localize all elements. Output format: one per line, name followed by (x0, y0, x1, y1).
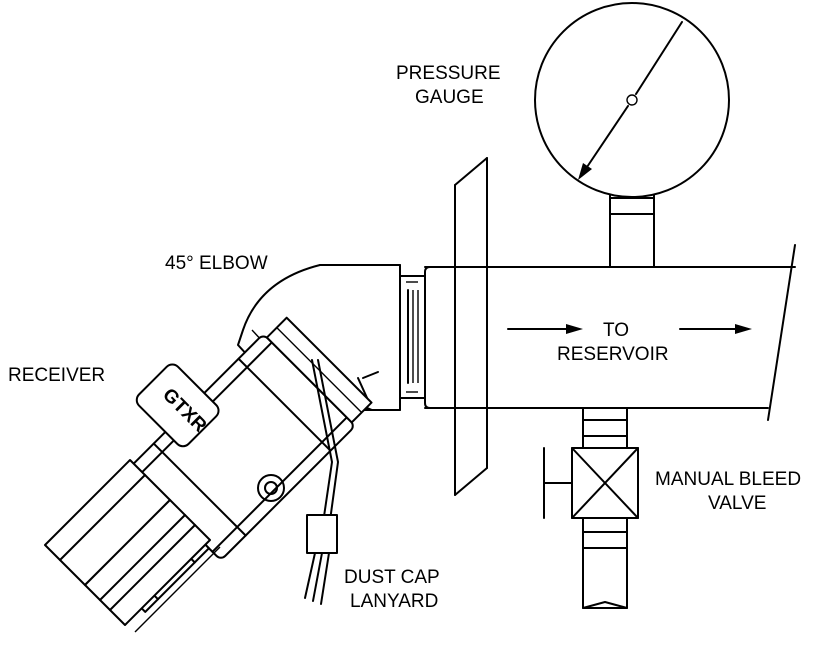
elbow-label: 45° ELBOW (165, 253, 268, 274)
dust-cap-lanyard (304, 359, 339, 605)
manual-bleed-valve (543, 407, 639, 609)
receiver: GTXR (44, 316, 373, 633)
threaded-nipple (396, 275, 426, 399)
reservoir-label: RESERVOIR (557, 344, 669, 365)
gauge-label: GAUGE (415, 87, 484, 108)
receiver-label: RECEIVER (8, 365, 105, 386)
manual-bleed-label: MANUAL BLEED (655, 469, 801, 490)
reservoir-pipe: TO RESERVOIR (424, 157, 796, 496)
pressure-gauge (534, 2, 730, 268)
valve-label: VALVE (708, 493, 766, 514)
lanyard-label: LANYARD (350, 591, 438, 612)
to-label: TO (603, 320, 629, 341)
diagram-labels: PRESSURE GAUGE 45° ELBOW RECEIVER MANUAL… (8, 63, 801, 612)
pressure-label: PRESSURE (396, 63, 501, 84)
dust-cap-label: DUST CAP (344, 567, 440, 588)
